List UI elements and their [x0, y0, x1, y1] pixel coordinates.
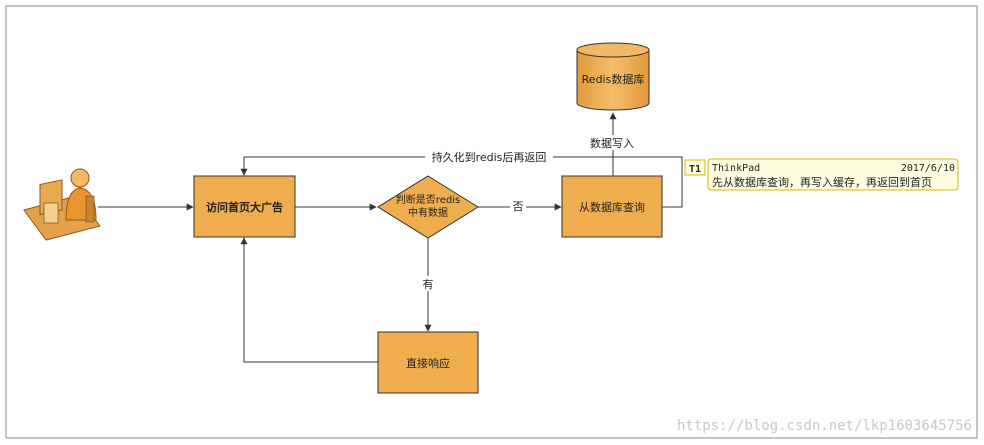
edge-persist-return — [240, 156, 683, 208]
comment-box — [707, 158, 959, 191]
diagram-frame — [5, 5, 978, 439]
watermark: https://blog.csdn.net/lkp1603645756 — [677, 418, 972, 434]
edge-direct-to-visit — [240, 237, 378, 363]
node-redis-db-label: Redis数据库 — [582, 72, 645, 86]
node-judge-label-line1: 判断是否redis — [396, 193, 460, 206]
edge-label-no: 否 — [513, 200, 524, 213]
user-computer-icon — [23, 168, 101, 241]
comment-tag-box[interactable] — [684, 159, 706, 176]
node-judge-redis[interactable]: 判断是否redis 中有数据 — [377, 175, 479, 239]
comment-callout[interactable]: T1 ThinkPad 2017/6/10 先从数据库查询，再写入缓存，再返回到… — [684, 158, 959, 191]
node-direct-response[interactable]: 直接响应 — [377, 331, 479, 394]
node-judge-label-line2: 中有数据 — [408, 206, 448, 219]
comment-author: ThinkPad — [712, 163, 760, 174]
node-redis-db[interactable]: Redis数据库 — [576, 42, 650, 111]
edge-label-persist-return: 持久化到redis后再返回 — [432, 150, 547, 164]
edge-label-write-data: 数据写入 — [590, 136, 634, 150]
node-direct-response-label: 直接响应 — [406, 356, 450, 370]
node-query-db-label: 从数据库查询 — [579, 200, 645, 214]
node-query-db[interactable]: 从数据库查询 — [561, 175, 663, 238]
comment-text: 先从数据库查询，再写入缓存，再返回到首页 — [712, 175, 932, 189]
comment-tag: T1 — [689, 164, 701, 175]
node-visit-ad[interactable]: 访问首页大广告 — [193, 175, 296, 238]
edge-label-yes: 有 — [423, 277, 434, 291]
node-visit-ad-label: 访问首页大广告 — [206, 200, 283, 214]
comment-date: 2017/6/10 — [901, 163, 955, 174]
